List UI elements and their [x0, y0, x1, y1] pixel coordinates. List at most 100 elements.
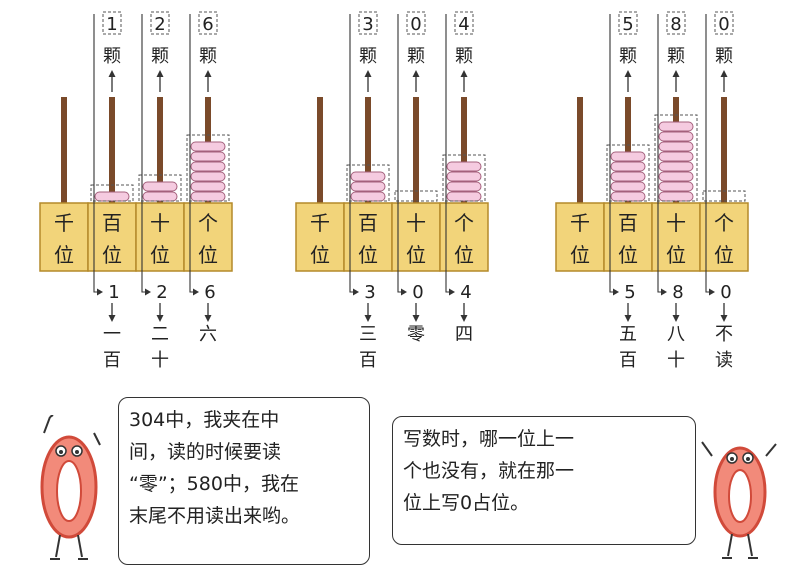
- place-label-top: 千: [570, 211, 590, 235]
- digit-box: [666, 11, 686, 35]
- reading-char: 六: [199, 324, 217, 345]
- place-label-top: 个: [454, 211, 474, 235]
- place-value-box: [343, 202, 393, 272]
- down-arrow-head: [156, 315, 164, 322]
- place-label-bottom: 位: [310, 243, 330, 267]
- bead-count-bracket: [394, 190, 438, 202]
- bead-unit-label: 颗: [199, 46, 217, 67]
- abacus-bead: [610, 181, 646, 192]
- place-label-top: 百: [102, 211, 122, 235]
- bead-count-bracket: [138, 174, 182, 202]
- abacus-rod: [721, 97, 727, 203]
- reading-char: 三: [359, 324, 377, 345]
- bottom-digit: 0: [720, 282, 731, 303]
- reading-char: 四: [455, 324, 473, 345]
- abacus-bead: [610, 151, 646, 162]
- abacus-bead: [190, 161, 226, 172]
- abacus-bead: [658, 131, 694, 142]
- place-label-bottom: 位: [150, 243, 170, 267]
- bottom-digit: 3: [364, 282, 375, 303]
- place-label-bottom: 位: [54, 243, 74, 267]
- abacus-rod: [461, 97, 467, 203]
- top-digit: 5: [622, 14, 633, 35]
- reading-char: 八: [667, 324, 685, 345]
- top-digit: 3: [362, 14, 373, 35]
- abacus-bead: [610, 161, 646, 172]
- up-arrow-head: [624, 70, 632, 77]
- digit-box: [618, 11, 638, 35]
- down-arrow-head: [460, 315, 468, 322]
- speech-bubble-right: 写数时，哪一位上一 个也没有，就在那一 位上写0占位。: [392, 416, 696, 545]
- abacus-bead: [658, 181, 694, 192]
- abacus-bead: [350, 191, 386, 202]
- abacus-bead: [190, 171, 226, 182]
- down-arrow-head: [204, 315, 212, 322]
- abacus-bead: [190, 151, 226, 162]
- connector-arrow-head: [401, 288, 407, 296]
- abacus-bead: [142, 181, 178, 192]
- connector-arrow-head: [145, 288, 151, 296]
- down-arrow-head: [672, 315, 680, 322]
- place-label-top: 个: [198, 211, 218, 235]
- abacus-bead: [610, 171, 646, 182]
- bead-unit-label: 颗: [667, 46, 685, 67]
- abacus-bead: [446, 161, 482, 172]
- place-value-box: [391, 202, 441, 272]
- place-label-bottom: 位: [570, 243, 590, 267]
- place-value-box: [39, 202, 89, 272]
- place-value-box: [135, 202, 185, 272]
- place-label-top: 个: [714, 211, 734, 235]
- down-arrow-head: [412, 315, 420, 322]
- digit-box: [454, 11, 474, 35]
- digit-box: [198, 11, 218, 35]
- bubble-line: 间，读的时候要读: [129, 441, 282, 463]
- abacus-rod: [365, 97, 371, 203]
- digit-box: [102, 11, 122, 35]
- place-value-box: [87, 202, 137, 272]
- digit-box: [714, 11, 734, 35]
- bottom-digit: 6: [204, 282, 215, 303]
- down-arrow-head: [364, 315, 372, 322]
- reading-char: 零: [407, 324, 425, 345]
- place-label-bottom: 位: [454, 243, 474, 267]
- bead-count-bracket: [702, 190, 746, 202]
- connector-arrow-head: [709, 288, 715, 296]
- top-digit: 2: [154, 14, 165, 35]
- place-value-box: [439, 202, 489, 272]
- bead-count-bracket: [654, 114, 698, 202]
- place-label-bottom: 位: [406, 243, 426, 267]
- place-label-top: 千: [54, 211, 74, 235]
- abacus-bead: [142, 191, 178, 202]
- abacus-bead: [610, 191, 646, 202]
- top-digit: 6: [202, 14, 213, 35]
- abacus-rod: [317, 97, 323, 203]
- connector-arrow-head: [661, 288, 667, 296]
- abacus-bead: [658, 151, 694, 162]
- bottom-digit: 4: [460, 282, 471, 303]
- bottom-digit: 0: [412, 282, 423, 303]
- speech-bubble-left: 304中，我夹在中 间，读的时候要读 “零”；580中，我在 末尾不用读出来哟。: [118, 397, 370, 565]
- abacus-bead: [658, 121, 694, 132]
- bead-count-bracket: [346, 164, 390, 202]
- bead-unit-label: 颗: [715, 46, 733, 67]
- abacus-bead: [190, 181, 226, 192]
- connector-arrow-head: [353, 288, 359, 296]
- place-label-top: 十: [666, 211, 686, 235]
- place-label-top: 千: [310, 211, 330, 235]
- digit-box: [150, 11, 170, 35]
- place-label-top: 十: [406, 211, 426, 235]
- place-label-bottom: 位: [198, 243, 218, 267]
- reading-char: 一: [103, 324, 121, 345]
- up-arrow-head: [364, 70, 372, 77]
- place-label-bottom: 位: [666, 243, 686, 267]
- place-label-bottom: 位: [358, 243, 378, 267]
- bead-unit-label: 颗: [407, 46, 425, 67]
- reading-char: 二: [151, 324, 169, 345]
- top-digit: 4: [458, 14, 469, 35]
- bead-unit-label: 颗: [619, 46, 637, 67]
- bubble-line: 写数时，哪一位上一: [403, 428, 575, 450]
- digit-box: [358, 11, 378, 35]
- connector-arrow-head: [193, 288, 199, 296]
